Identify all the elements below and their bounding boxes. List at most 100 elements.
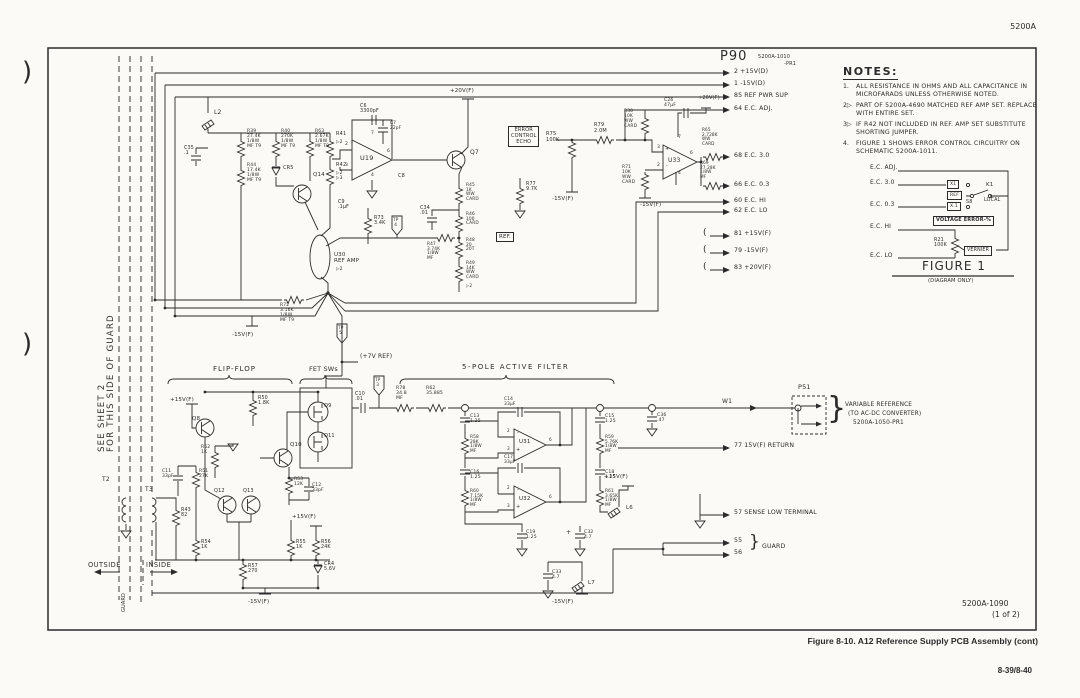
pin-79: 79 -15V(F) <box>734 247 769 254</box>
r39-label: R39 27.4K 1/8W MF T9 <box>247 129 262 149</box>
flipflop-title: FLIP-FLOP <box>213 365 256 373</box>
note-text: IF R42 NOT INCLUDED IN REF. AMP SET SUBS… <box>856 120 1026 136</box>
minus15-r75: -15V(F) <box>552 196 574 202</box>
transformer-t3 <box>151 497 157 523</box>
inductor-l6 <box>607 507 621 519</box>
u31-pin3: 3 <box>507 446 510 451</box>
transistor-q10 <box>273 448 293 468</box>
transistor-q7 <box>446 150 466 170</box>
pin-60: 60 E.C. HI <box>734 197 766 204</box>
r54-label: R54 1K <box>201 540 211 551</box>
c14-label: C14 33µF <box>504 397 516 407</box>
drawing-number: 5200A-1090 <box>962 599 1009 608</box>
t2-label: T2 <box>102 476 110 483</box>
tp3-label: TP 3 <box>375 377 381 387</box>
r78-label: R78 34.8 MF <box>396 386 407 402</box>
r51-label: R51 27K <box>199 469 209 479</box>
note-item: 3▷IF R42 NOT INCLUDED IN REF. AMP SET SU… <box>843 121 1043 137</box>
c17-label: C17 33µF <box>504 455 516 465</box>
notes-title: NOTES: <box>843 65 898 80</box>
p51-connector-box <box>791 395 827 435</box>
filter-wires <box>341 343 795 595</box>
fig1-ref-box: REF <box>947 191 963 201</box>
cr4-label: CR4 5.6V <box>324 562 336 573</box>
u33-minus: - <box>666 163 668 169</box>
plus15-l6: +15V(F) <box>604 474 628 480</box>
u33-pin2: 2 <box>657 163 661 168</box>
u19-label: U19 <box>360 154 374 162</box>
error-control-box: ERROR CONTROL ECHO <box>508 126 540 148</box>
sheet-indicator: (1 of 2) <box>992 610 1020 619</box>
cr5-label: CR5 <box>283 165 294 171</box>
c6-label: C6 3300pF <box>360 104 379 115</box>
junction-dots <box>153 138 703 590</box>
l6-label: L6 <box>626 505 633 511</box>
r56-label: R56 24K <box>321 540 331 551</box>
u19-pin6: 6 <box>387 149 391 154</box>
r58-label: R58 28K 1/8W MF <box>470 435 482 455</box>
r52-label: R52 1K <box>201 445 211 455</box>
filter-node-3 <box>648 404 656 412</box>
w1-label: W1 <box>722 398 733 405</box>
u33-pin6: 6 <box>690 151 694 156</box>
transformer-t2 <box>121 497 127 523</box>
c35-label: C35 .1 <box>184 146 194 157</box>
c26-label: C26 47µF <box>664 98 677 109</box>
fig1-voltage-error-box: VOLTAGE ERROR-% <box>933 216 995 226</box>
transistor-q13 <box>241 495 261 515</box>
note-text: FIGURE 1 SHOWS ERROR CONTROL CIRCUITRY O… <box>856 139 1021 155</box>
cable-paren-83: ( <box>703 262 707 272</box>
r53-label: R53 12K <box>294 477 304 487</box>
l7-label: L7 <box>588 580 595 586</box>
guard-group-brace: } <box>749 532 760 552</box>
tp5-label: TP 5 <box>338 325 344 335</box>
minus15-l7: -15V(F) <box>552 599 574 605</box>
r48-label: R48 20 20T <box>466 238 475 253</box>
opamp-u31 <box>513 428 548 462</box>
pin-68: 68 E.C. 3.0 <box>734 152 770 159</box>
doc-model-number: 5200A <box>1010 22 1036 31</box>
c32-label: C32 4.7 <box>584 530 594 541</box>
fig1-ec-hi: E.C. HI <box>870 223 892 230</box>
r49-label: R49 14K WW CARD <box>466 261 479 281</box>
r42-label: R42 <box>336 162 347 168</box>
pin-wires <box>96 72 818 594</box>
r46-label: R46 100 CARD <box>466 212 479 227</box>
u30-label: U30 REF AMP <box>334 252 360 265</box>
filter-title: 5-POLE ACTIVE FILTER <box>462 363 570 371</box>
fetsw-brace <box>299 374 353 385</box>
opamp-u32 <box>513 485 548 519</box>
u19-pin3: 3 <box>345 163 349 168</box>
r49-tri: ▷2 <box>466 283 473 288</box>
c9-label: C9 .1µF <box>338 200 349 211</box>
opamp-u19 <box>351 139 394 181</box>
fig1-ec-lo: E.C. LO <box>870 252 893 259</box>
u30-tri: ▷2 <box>336 267 343 272</box>
u32-pin2: 2 <box>507 485 510 490</box>
u33-pin3: 3 <box>657 145 661 150</box>
cable-paren-81: ( <box>703 228 707 238</box>
u19-pin2: 2 <box>345 142 349 147</box>
pin-1: 1 -15V(D) <box>734 80 766 87</box>
t3-label: T3 <box>145 486 153 493</box>
guard-rail-vertical: GUARD <box>121 592 127 612</box>
r71-label: R71 10K WW CARD <box>622 165 636 185</box>
r40-label: R40 270K 1/8W MF T9 <box>281 129 296 149</box>
fig1-local: LOCAL <box>984 198 1001 203</box>
r30-label: R30 10K WW CARD <box>624 109 638 129</box>
page-number: 8-39/8-40 <box>997 666 1032 675</box>
guard-outside-label: OUTSIDE <box>88 561 121 569</box>
note-marker: 2▷ <box>843 101 852 109</box>
u19-pin7: 7 <box>371 131 375 136</box>
r61-label: R61 3.65K 1/8W MF <box>605 489 619 509</box>
u33-pin7: 7 <box>678 135 682 140</box>
r65-label: R65 2.728K WW CARD <box>702 127 718 146</box>
c13-label: C13 1.25 <box>470 414 481 425</box>
c33-label: C33 4.7 <box>552 570 562 581</box>
fig1-r21: R21 100K <box>934 238 947 249</box>
p51-label: P51 <box>798 383 811 391</box>
r73-label: R73 3.4K <box>374 216 386 227</box>
pin-66: 66 E.C. 0.3 <box>734 181 770 188</box>
u31-pin6: 6 <box>549 437 552 442</box>
